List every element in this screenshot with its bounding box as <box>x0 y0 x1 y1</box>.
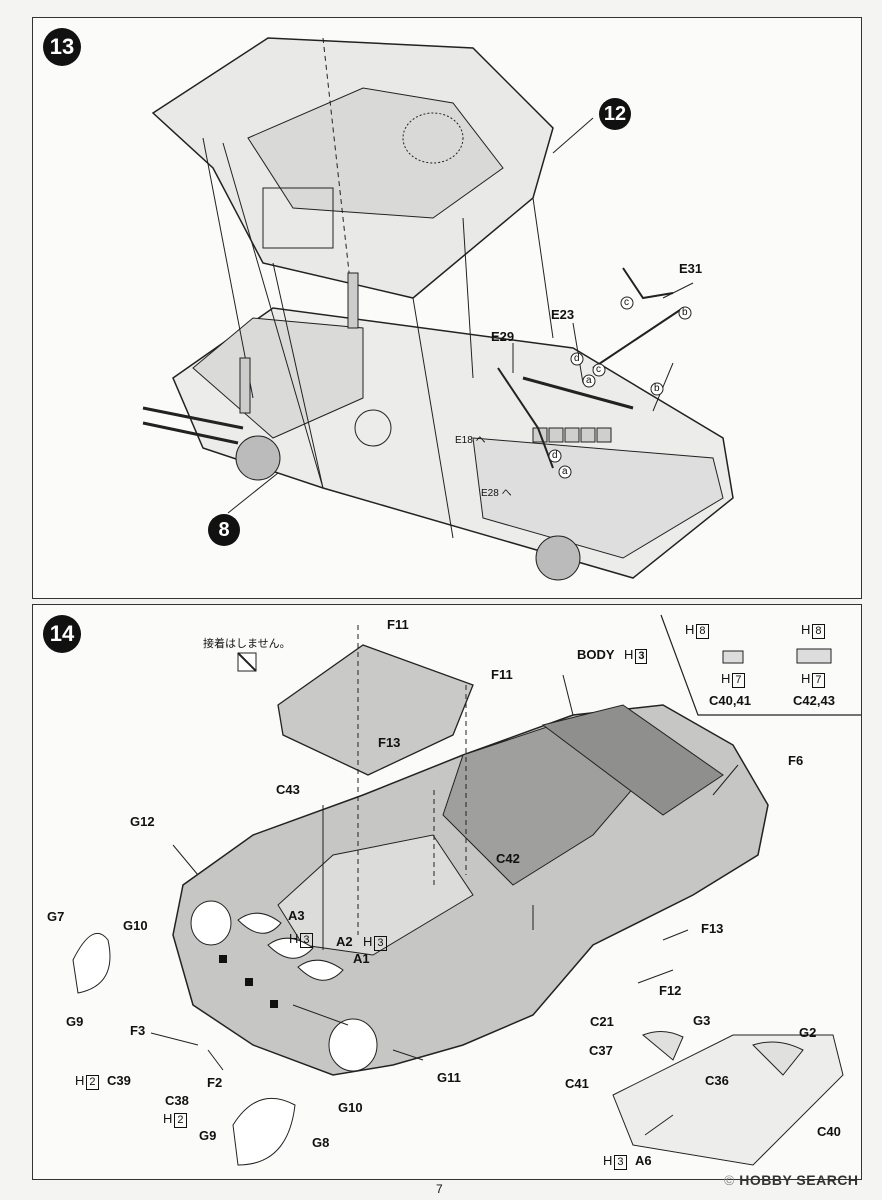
part-g11: G11 <box>437 1070 461 1085</box>
mark-b: b <box>654 383 660 394</box>
part-c37: C37 <box>589 1043 613 1058</box>
sprue-h-a6: H <box>603 1153 612 1168</box>
step-14-panel: 14 <box>32 604 862 1180</box>
part-g9-bottom: G9 <box>199 1128 216 1143</box>
sprue-2-c39: 2 <box>86 1075 98 1090</box>
part-f2: F2 <box>207 1075 222 1090</box>
part-g8: G8 <box>312 1135 329 1150</box>
sprue-3-a2: 3 <box>374 936 386 951</box>
sprue-2-c38: 2 <box>174 1113 186 1128</box>
step-13-illustration <box>33 18 861 598</box>
part-label-e29: E29 <box>491 329 514 344</box>
mark-b-top: b <box>682 307 688 318</box>
sprue-h-c38: H <box>163 1111 172 1126</box>
part-a1: A1 <box>353 951 370 966</box>
sprue-h3-a3: H3 <box>289 931 313 948</box>
mark-d-engine: d <box>552 450 558 461</box>
inset-left-top-sprue: H8 <box>685 622 709 639</box>
part-g9-left: G9 <box>66 1014 83 1029</box>
step-14-illustration <box>33 605 861 1179</box>
inset-right-bottom-number: 7 <box>812 673 824 688</box>
inset-left-bottom-number: 7 <box>732 673 744 688</box>
step-13-panel: 13 12 8 <box>32 17 862 599</box>
inset-left-parts: C40,41 <box>709 693 751 708</box>
part-c40: C40 <box>817 1124 841 1139</box>
part-c21: C21 <box>590 1014 614 1029</box>
inset-right-bottom-h: H <box>801 671 810 686</box>
part-g10-left: G10 <box>123 918 148 933</box>
mark-c: c <box>596 364 601 375</box>
sprue-h2-c38: H2 <box>163 1111 187 1128</box>
inset-right-top-h: H <box>801 622 810 637</box>
sprue-3-a6: 3 <box>614 1155 626 1170</box>
part-g12: G12 <box>130 814 155 829</box>
part-f11-top: F11 <box>387 617 409 632</box>
part-f11-right: F11 <box>491 667 513 682</box>
inset-left-top-h: H <box>685 622 694 637</box>
sprue-h2-c39: H2 <box>75 1073 99 1090</box>
part-c41: C41 <box>565 1076 589 1091</box>
inset-left-bottom-h: H <box>721 671 730 686</box>
sprue-h-a3: H <box>289 931 298 946</box>
note-to-e28: E28 へ <box>481 484 512 499</box>
sprue-3-a3: 3 <box>300 933 312 948</box>
hobby-search-watermark: © HOBBY SEARCH <box>724 1172 859 1188</box>
sprue-h-c39: H <box>75 1073 84 1088</box>
sprue-h3-a6: H3 <box>603 1153 627 1170</box>
part-c42: C42 <box>496 851 520 866</box>
mark-a: a <box>586 375 592 386</box>
part-a6: A6 <box>635 1153 652 1168</box>
watermark-symbol: © <box>724 1172 735 1188</box>
mark-a-engine: a <box>562 466 568 477</box>
body-sprue-letter: H <box>624 647 633 662</box>
page-number: 7 <box>436 1182 443 1196</box>
mark-d: d <box>574 353 580 364</box>
part-g3: G3 <box>693 1013 710 1028</box>
part-f6: F6 <box>788 753 803 768</box>
part-f13-side: F13 <box>701 921 723 936</box>
inset-left-top-number: 8 <box>696 624 708 639</box>
part-f13-hood: F13 <box>378 735 400 750</box>
part-g10-bottom: G10 <box>338 1100 363 1115</box>
part-c39: C39 <box>107 1073 131 1088</box>
part-label-e31: E31 <box>679 261 702 276</box>
part-c43: C43 <box>276 782 300 797</box>
sprue-h-a2: H <box>363 934 372 949</box>
part-g7: G7 <box>47 909 64 924</box>
part-c36: C36 <box>705 1073 729 1088</box>
inset-left-bottom-sprue: H7 <box>721 671 745 688</box>
body-label: BODY H3 <box>577 647 647 664</box>
note-to-e18: E18 へ <box>455 431 486 446</box>
body-sprue-number: 3 <box>635 649 647 664</box>
part-a3: A3 <box>288 908 305 923</box>
part-a2: A2 <box>336 934 353 949</box>
inset-right-top-number: 8 <box>812 624 824 639</box>
inset-right-bottom-sprue: H7 <box>801 671 825 688</box>
body-label-text: BODY <box>577 647 614 662</box>
part-f12: F12 <box>659 983 681 998</box>
part-label-e23: E23 <box>551 307 574 322</box>
part-c38: C38 <box>165 1093 189 1108</box>
sprue-h3-a2: H3 <box>363 934 387 951</box>
inset-right-top-sprue: H8 <box>801 622 825 639</box>
note-no-glue: 接着はしません。 <box>203 635 291 651</box>
mark-c-top: c <box>624 297 629 308</box>
watermark-brand: HOBBY SEARCH <box>739 1172 858 1188</box>
part-g2: G2 <box>799 1025 816 1040</box>
inset-right-parts: C42,43 <box>793 693 835 708</box>
part-f3: F3 <box>130 1023 145 1038</box>
